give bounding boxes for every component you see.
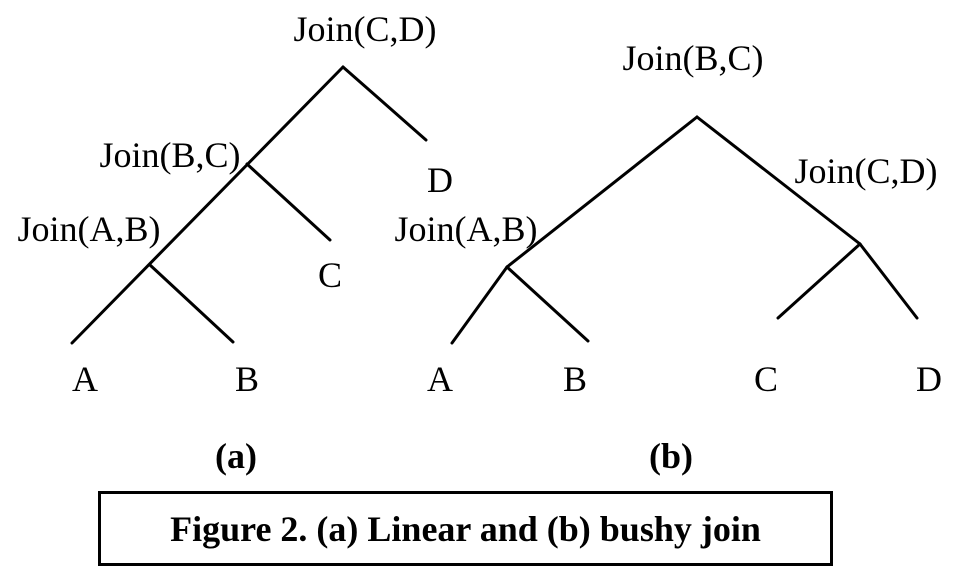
tree-a-root-to-d-edge xyxy=(341,65,428,142)
tree-a-sub-caption: (a) xyxy=(215,436,257,476)
tree-b-root-to-joinab-edge xyxy=(505,115,699,269)
tree-b-joinab-to-b-edge xyxy=(505,265,590,343)
tree-b-joincd-to-d-edge xyxy=(858,242,919,320)
tree-a-joinbc-to-c-edge xyxy=(245,162,332,242)
tree-b-leaf-a-label: A xyxy=(427,359,453,399)
tree-a-leaf-b-label: B xyxy=(234,359,260,399)
figure-caption-box: Figure 2. (a) Linear and (b) bushy join xyxy=(98,491,833,566)
tree-b-leaf-c-label: C xyxy=(753,359,779,399)
tree-a-joinab-label: Join(A,B) xyxy=(17,209,161,249)
tree-b-sub-caption: (b) xyxy=(649,436,693,476)
tree-a-leaf-c-label: C xyxy=(317,255,343,295)
figure-caption-text: Figure 2. (a) Linear and (b) bushy join xyxy=(170,508,761,549)
tree-b-leaf-b-label: B xyxy=(562,359,588,399)
tree-b-joincd-label: Join(C,D) xyxy=(794,151,938,191)
tree-b-root-join-label: Join(B,C) xyxy=(622,38,764,78)
tree-a-main-diagonal-edge xyxy=(70,65,345,345)
tree-b-leaf-d-label: D xyxy=(916,359,942,399)
tree-a-leaf-a-label: A xyxy=(72,359,98,399)
tree-a-joinab-to-b-edge xyxy=(148,263,235,344)
tree-b-root-to-joincd-edge xyxy=(695,115,862,246)
tree-b-joincd-to-c-edge xyxy=(776,242,862,320)
tree-b-joinab-label: Join(A,B) xyxy=(394,209,538,249)
tree-a-root-join-label: Join(C,D) xyxy=(293,9,437,49)
tree-a-joinbc-label: Join(B,C) xyxy=(99,135,241,175)
tree-b-joinab-to-a-edge xyxy=(450,265,509,345)
tree-a-leaf-d-label: D xyxy=(427,160,453,200)
